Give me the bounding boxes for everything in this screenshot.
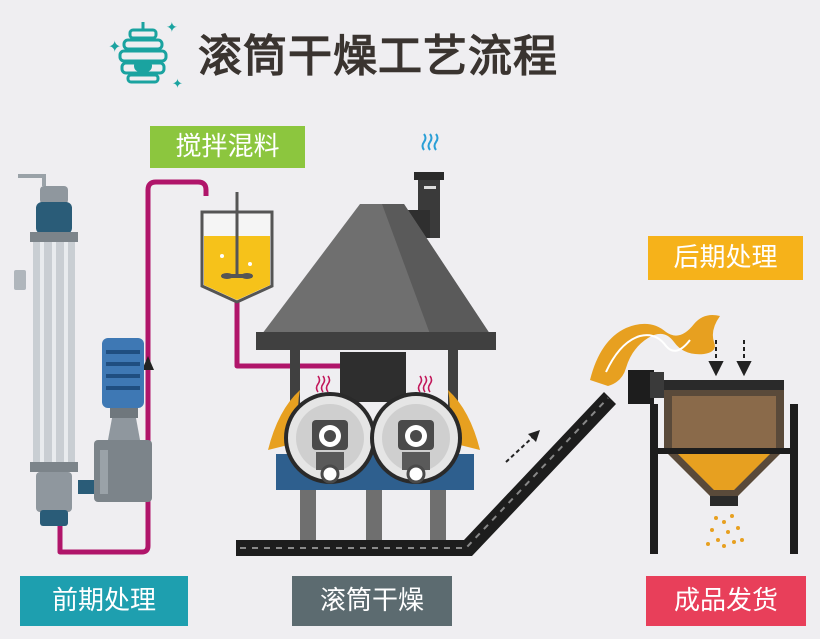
evaporator-column [14,174,102,526]
svg-text:✦: ✦ [166,20,178,36]
stage-label-mixing: 搅拌混料 [150,126,305,168]
svg-text:✦: ✦ [172,77,183,92]
product-granules [706,514,744,548]
finished-product-hopper [628,370,798,554]
stage-label-drum-drying: 滚筒干燥 [292,576,452,626]
drying-hood [256,204,496,410]
conveyor-belt [236,392,616,556]
steam-icon [421,133,439,151]
pipe-arrow-up-icon [142,356,154,370]
mixing-tank [200,192,274,304]
down-arrow-icon [708,340,752,377]
separator-unit [94,338,152,502]
page-title: 滚筒干燥工艺流程 [198,31,558,82]
product-stream [590,315,720,386]
stage-label-shipping: 成品发货 [646,576,806,626]
drum-right [370,392,462,484]
beehive-logo-icon: ✦ ✦ ✦ [108,20,183,92]
drum-left [284,392,376,484]
conveyor-arrow-icon [505,430,540,463]
stage-label-post-processing: 后期处理 [648,236,803,280]
svg-text:✦: ✦ [108,37,121,56]
heat-wave-icon [315,375,433,393]
drum-dryer [268,390,480,542]
stage-label-pre-processing: 前期处理 [20,576,188,626]
